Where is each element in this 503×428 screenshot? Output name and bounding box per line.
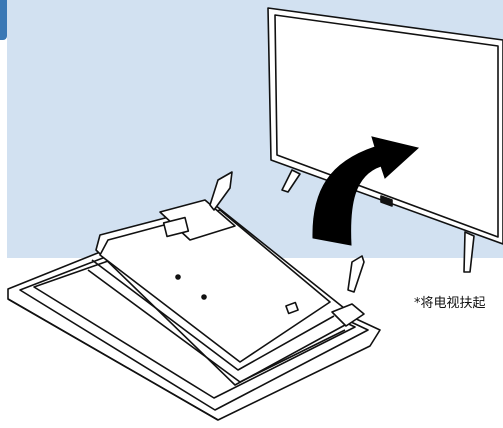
lying-tv-screw-hole-1 (176, 275, 180, 279)
lying-tv-screw-hole-2 (202, 295, 206, 299)
lying-tv-stand-leg-right (348, 256, 364, 292)
caption-lift-tv: *将电视扶起 (414, 292, 486, 311)
section-tab (0, 0, 7, 40)
upright-tv-right-leg (464, 232, 474, 272)
